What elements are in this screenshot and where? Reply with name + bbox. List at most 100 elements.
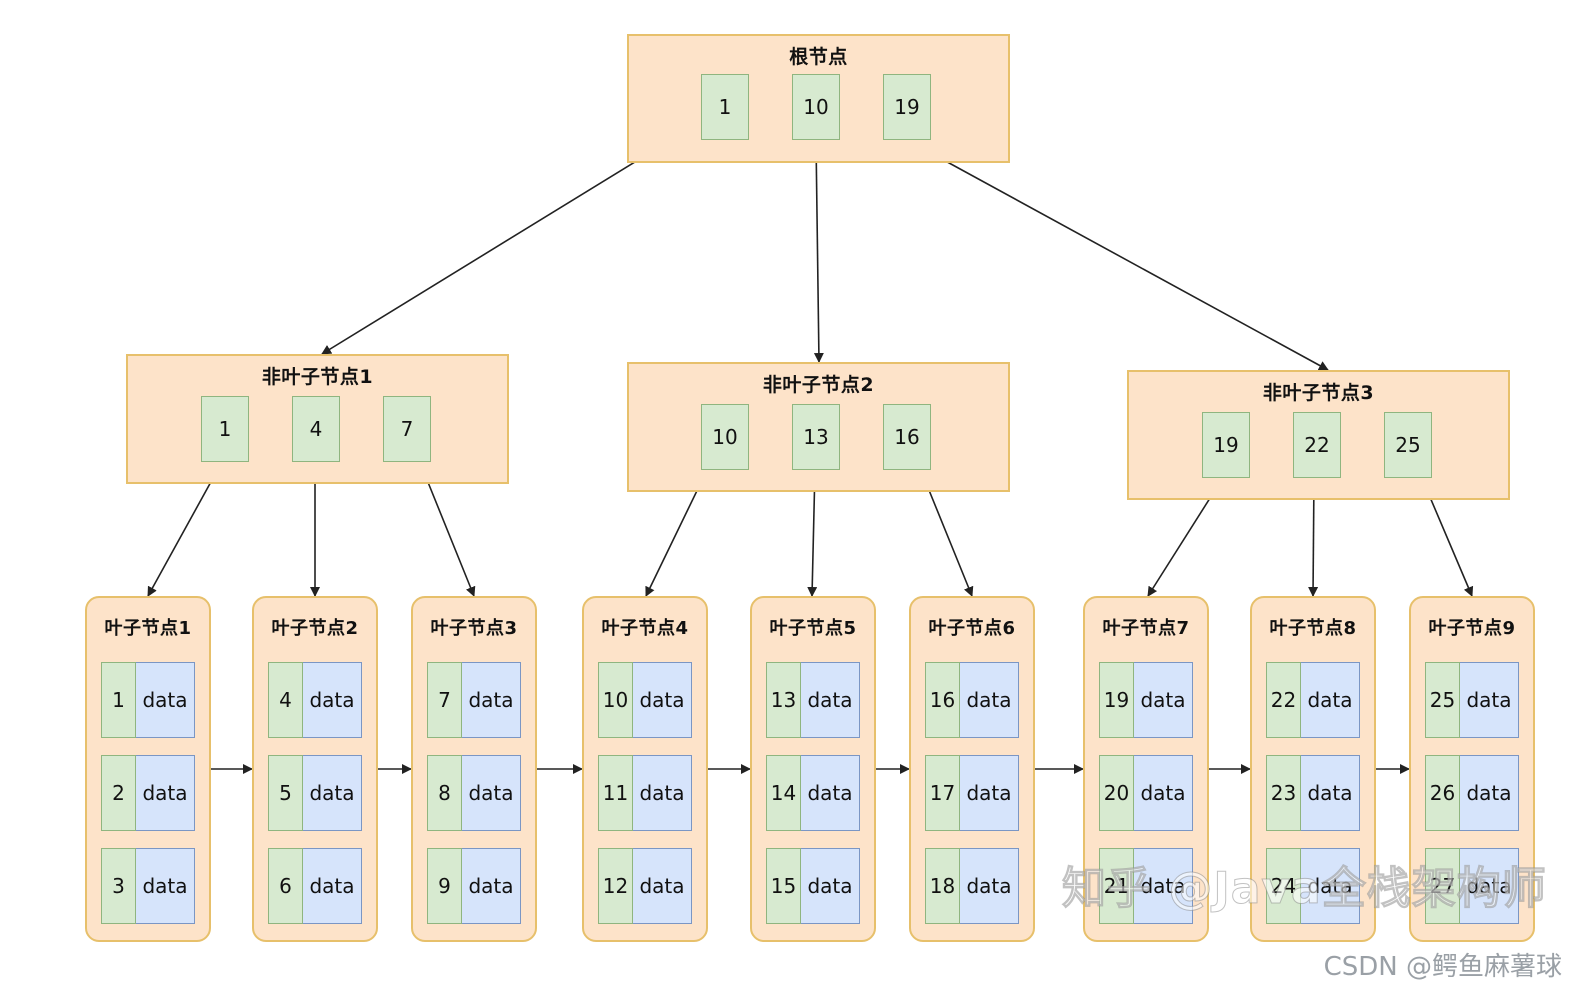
leaf-entry-data: data [462, 755, 521, 831]
leaf-entry-key: 25 [1425, 662, 1460, 738]
leaf-node-title: 叶子节点2 [271, 618, 359, 639]
leaf-entry-data: data [303, 848, 362, 924]
leaf-entry-data: data [1134, 848, 1193, 924]
internal-node-title: 非叶子节点3 [1262, 382, 1375, 404]
leaf-entry-key: 23 [1266, 755, 1301, 831]
leaf-entry-key: 8 [427, 755, 462, 831]
leaf-entry-data: data [960, 662, 1019, 738]
leaf-entry-key: 4 [268, 662, 303, 738]
leaf-node-title: 叶子节点1 [104, 618, 192, 639]
internal-node-3: 非叶子节点3 19 22 25 [1127, 370, 1510, 500]
leaf-entry-key: 7 [427, 662, 462, 738]
root-key: 1 [701, 74, 749, 140]
leaf-entry-key: 15 [766, 848, 801, 924]
zhihu-watermark: 知乎 @Java全栈架构师 [1062, 863, 1547, 915]
leaf-entry-data: data [801, 662, 860, 738]
leaf-node-title: 叶子节点5 [769, 618, 857, 639]
leaf-entry-key: 22 [1266, 662, 1301, 738]
internal-node-title: 非叶子节点2 [762, 374, 875, 396]
leaf-entry-data: data [1460, 848, 1519, 924]
leaf-entry-key: 20 [1099, 755, 1134, 831]
leaf-node-title: 叶子节点4 [601, 618, 689, 639]
leaf-entry-data: data [801, 755, 860, 831]
leaf-entry-data: data [801, 848, 860, 924]
leaf-node-title: 叶子节点7 [1102, 618, 1190, 639]
leaf-node-title: 叶子节点9 [1428, 618, 1516, 639]
leaf-entry-key: 16 [925, 662, 960, 738]
leaf-entry-data: data [1301, 848, 1360, 924]
leaf-entry-data: data [960, 755, 1019, 831]
leaf-entry-data: data [1134, 662, 1193, 738]
internal-node-title: 非叶子节点1 [261, 366, 374, 388]
leaf-entry-data: data [1460, 755, 1519, 831]
leaf-entry-data: data [1301, 662, 1360, 738]
leaf-entry-key: 19 [1099, 662, 1134, 738]
leaf-entry-data: data [960, 848, 1019, 924]
leaf-entry-key: 6 [268, 848, 303, 924]
internal-key: 4 [292, 396, 340, 462]
leaf-entry-data: data [136, 848, 195, 924]
internal-key: 7 [383, 396, 431, 462]
leaf-node-title: 叶子节点3 [430, 618, 518, 639]
leaf-entry-key: 17 [925, 755, 960, 831]
leaf-entry-key: 14 [766, 755, 801, 831]
leaf-entry-data: data [1134, 755, 1193, 831]
leaf-entry-data: data [303, 755, 362, 831]
internal-key: 16 [883, 404, 931, 470]
leaf-entry-data: data [462, 848, 521, 924]
internal-node-1: 非叶子节点1 1 4 7 [126, 354, 509, 484]
root-node-title: 根节点 [789, 46, 848, 68]
internal-key: 25 [1384, 412, 1432, 478]
leaf-entry-key: 11 [598, 755, 633, 831]
leaf-entry-data: data [462, 662, 521, 738]
leaf-entry-data: data [136, 662, 195, 738]
leaf-entry-key: 18 [925, 848, 960, 924]
leaf-entry-key: 3 [101, 848, 136, 924]
leaf-entry-key: 24 [1266, 848, 1301, 924]
internal-key: 13 [792, 404, 840, 470]
root-key: 19 [883, 74, 931, 140]
leaf-entry-key: 27 [1425, 848, 1460, 924]
leaf-entry-data: data [1301, 755, 1360, 831]
leaf-entry-key: 2 [101, 755, 136, 831]
leaf-entry-key: 26 [1425, 755, 1460, 831]
leaf-entry-key: 1 [101, 662, 136, 738]
leaf-entry-data: data [633, 755, 692, 831]
leaf-entry-key: 13 [766, 662, 801, 738]
leaf-entry-key: 12 [598, 848, 633, 924]
leaf-node-title: 叶子节点8 [1269, 618, 1357, 639]
link-root-to-internal-2-arrow [813, 139, 824, 363]
leaf-entry-data: data [1460, 662, 1519, 738]
leaf-entry-key: 9 [427, 848, 462, 924]
link-root-to-internal-3-arrow [906, 139, 1329, 371]
leaf-entry-key: 10 [598, 662, 633, 738]
leaf-entry-data: data [633, 848, 692, 924]
internal-key: 10 [701, 404, 749, 470]
